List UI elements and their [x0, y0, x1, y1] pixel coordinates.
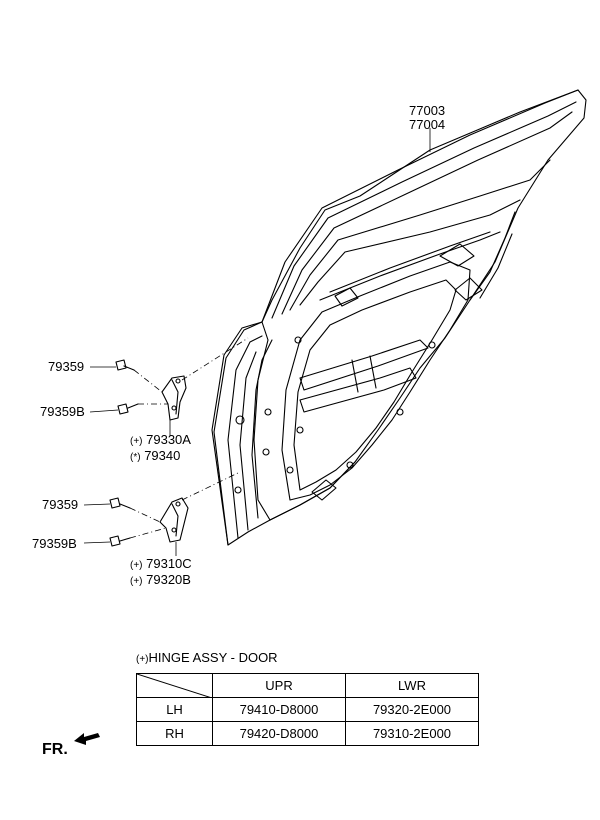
header-upr: UPR — [212, 673, 346, 698]
window-frame-outer — [261, 89, 579, 323]
alignment-line-lower-2 — [181, 471, 241, 501]
callout-upper-hinge: (+) 79330A (*) 79340 — [130, 433, 191, 465]
bolt-lower-icon — [109, 497, 131, 509]
impact-beam-lower — [299, 367, 417, 413]
callout-79310c: 79310C — [146, 556, 192, 571]
row-label-rh: RH — [136, 721, 213, 746]
callout-79340: 79340 — [144, 448, 181, 463]
cell-rh-upr: 79420-D8000 — [212, 721, 346, 746]
legend-hinge-assy: (+)HINGE ASSY - DOOR — [136, 650, 278, 665]
callout-77004: 77004 — [409, 117, 446, 132]
callout-lower-hinge: (+) 79310C (+) 79320B — [130, 557, 192, 589]
table-header-row: UPR LWR — [136, 673, 479, 698]
door-hinge-face — [213, 321, 271, 546]
callout-79359-lower: 79359 — [42, 497, 79, 512]
upper-hinge — [161, 375, 187, 421]
callout-79359b-upper: 79359B — [40, 404, 85, 419]
alignment-line-upper-2 — [181, 337, 249, 381]
front-arrow-icon — [74, 733, 100, 745]
callout-77003: 77003 — [409, 103, 446, 118]
cell-lh-upr: 79410-D8000 — [212, 697, 346, 722]
door-outer-panel — [211, 89, 587, 546]
row-label-lh: LH — [136, 697, 213, 722]
marker-79320b: (+) — [130, 576, 143, 587]
impact-beam-upper — [299, 339, 429, 391]
legend-marker: (+) — [136, 654, 149, 665]
callout-door-main: 77003 77004 — [409, 104, 445, 132]
marker-79310c: (+) — [130, 560, 143, 571]
inner-panel-opening — [281, 261, 471, 501]
table-row: RH 79420-D8000 79310-2E000 — [136, 721, 479, 746]
header-lwr: LWR — [345, 673, 479, 698]
window-frame-inner-2 — [281, 111, 573, 315]
callout-79320b: 79320B — [146, 572, 191, 587]
table-row: LH 79410-D8000 79320-2E000 — [136, 697, 479, 722]
bolt-lower-b-icon — [109, 535, 131, 547]
table-corner-cell — [136, 673, 213, 698]
cell-rh-lwr: 79310-2E000 — [345, 721, 479, 746]
diagonal-divider — [137, 674, 212, 698]
marker-79330a: (+) — [130, 436, 143, 447]
alignment-line-lower-b — [129, 527, 167, 539]
alignment-line-lower — [129, 507, 161, 523]
leader-79359b-lower — [83, 541, 111, 544]
door-exploded-diagram — [83, 89, 587, 556]
lower-hinge — [159, 497, 189, 543]
marker-79340: (*) — [130, 452, 141, 463]
leader-79359b-upper — [89, 409, 119, 413]
bolt-upper-icon — [115, 359, 135, 371]
callout-79359b-lower: 79359B — [32, 536, 77, 551]
hinge-parts-table: UPR LWR LH 79410-D8000 79320-2E000 RH 79… — [136, 673, 479, 746]
alignment-line-upper — [133, 369, 163, 393]
legend-text: HINGE ASSY - DOOR — [148, 650, 278, 665]
cell-lh-lwr: 79320-2E000 — [345, 697, 479, 722]
callout-79359-upper: 79359 — [48, 359, 85, 374]
front-direction-label: FR. — [42, 741, 68, 758]
bolt-upper-b-icon — [117, 403, 139, 415]
window-frame-inner — [271, 101, 577, 319]
leader-79359-lower — [83, 503, 111, 506]
callout-79330a: 79330A — [146, 432, 191, 447]
